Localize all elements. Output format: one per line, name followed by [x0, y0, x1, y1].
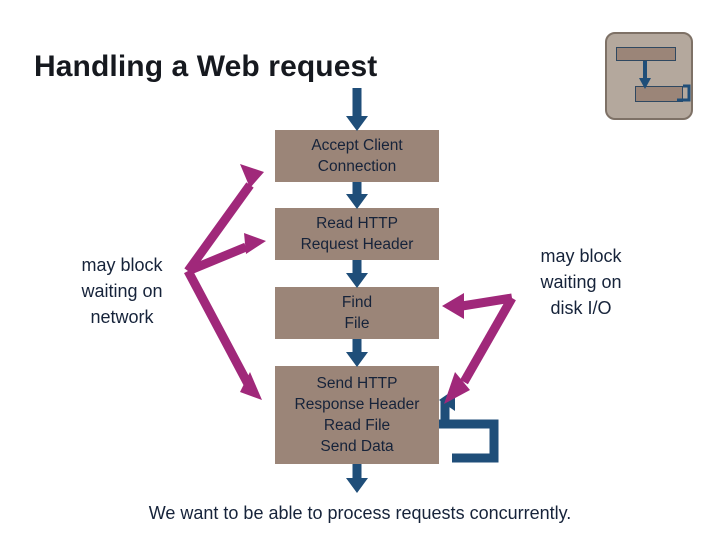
box-line: Accept Client: [311, 137, 403, 154]
box-line: Read File: [323, 417, 391, 434]
arrow-left-to-read: [186, 233, 266, 276]
box-line: File: [344, 315, 370, 332]
box-line: Request Header: [300, 236, 414, 253]
read-http-request-header-box: Read HTTP Request Header: [275, 208, 439, 260]
page-title: Handling a Web request: [34, 50, 378, 83]
arrow-down-to-accept: [346, 88, 368, 131]
find-file-box: Find File: [275, 287, 439, 339]
right-annotation-line: waiting on: [540, 272, 622, 292]
loop-arrow-icon: [439, 389, 499, 463]
send-response-read-send-box: Send HTTP Response Header Read File Send…: [275, 366, 439, 464]
right-annotation-line: may block: [540, 246, 622, 266]
left-annotation-line: may block: [81, 255, 163, 275]
arrow-right-to-read-file: [444, 295, 516, 404]
arrow-left-to-send: [184, 268, 262, 400]
left-annotation-line: waiting on: [81, 281, 163, 301]
box-line: Connection: [317, 158, 397, 175]
corner-bar-top: [616, 47, 676, 61]
arrow-down-read-to-find: [346, 260, 368, 288]
left-annotation-line: network: [90, 307, 154, 327]
arrow-right-to-find: [442, 293, 513, 319]
box-line: Read HTTP: [316, 215, 398, 232]
document-flow-icon: [605, 32, 693, 120]
accept-client-connection-box: Accept Client Connection: [275, 130, 439, 182]
left-annotation: may block waiting on network: [57, 252, 187, 330]
right-annotation-line: disk I/O: [550, 298, 612, 318]
corner-bar-bottom: [635, 86, 683, 102]
box-line: Find: [341, 294, 373, 311]
arrow-down-send-to-bottom: [346, 464, 368, 493]
arrow-down-accept-to-read: [346, 182, 368, 209]
box-line: Response Header: [294, 396, 420, 413]
corner-arrow-icon: [639, 61, 691, 102]
arrow-left-to-accept: [184, 164, 264, 274]
arrow-down-find-to-send: [346, 339, 368, 367]
right-annotation: may block waiting on disk I/O: [513, 243, 649, 321]
box-line: Send HTTP: [316, 375, 398, 392]
box-line: Send Data: [320, 438, 394, 455]
slide-caption: We want to be able to process requests c…: [148, 503, 572, 523]
